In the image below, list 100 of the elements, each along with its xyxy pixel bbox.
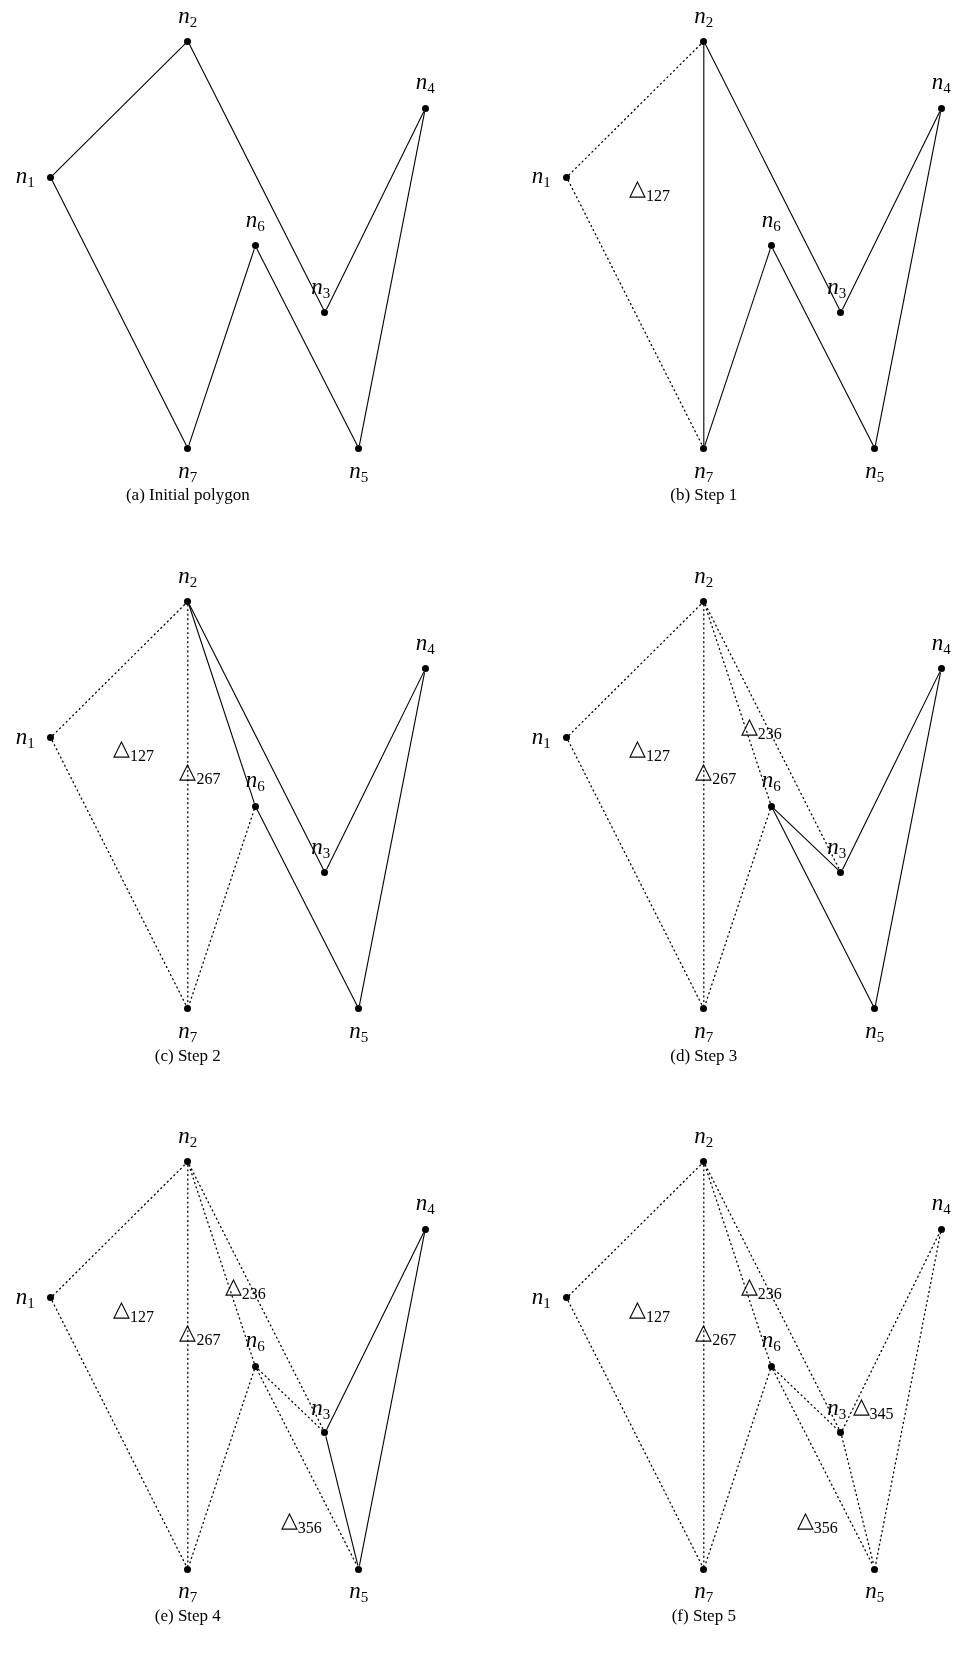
vertex-dot <box>767 1362 775 1370</box>
vertex-dot <box>871 1565 879 1573</box>
vertex-label: n$_{7}$ <box>178 458 198 485</box>
vertex-dot <box>355 1565 363 1573</box>
edge-line <box>256 808 358 1007</box>
vertex-label: n$_{6}$ <box>245 767 265 794</box>
triangle-label: △$_{267}$ <box>695 759 737 787</box>
vertex-dot <box>184 597 192 605</box>
vertex-dot <box>837 1429 845 1437</box>
edge-line <box>773 808 839 871</box>
vertex-dot <box>47 734 55 742</box>
vertex-label: n$_{2}$ <box>178 1124 198 1151</box>
subfigure-caption: (b) Step 1 <box>670 485 738 506</box>
vertex-dot <box>700 1158 708 1166</box>
vertex-label: n$_{4}$ <box>931 70 951 97</box>
edge-line <box>326 111 425 310</box>
vertex-dot <box>251 242 259 250</box>
vertex-dot <box>563 173 571 181</box>
vertex-label: n$_{2}$ <box>178 3 198 30</box>
dotted-line <box>567 1300 703 1567</box>
triangle-label: △$_{236}$ <box>224 1274 266 1302</box>
edge-line <box>256 248 358 446</box>
edge-line <box>188 604 255 804</box>
triangle-label: △$_{267}$ <box>179 1320 221 1348</box>
subfigure-caption: (a) Initial polygon <box>125 485 250 506</box>
vertex-dot <box>184 1005 192 1013</box>
vertex-label: n$_{1}$ <box>531 164 551 191</box>
triangle-label: △$_{356}$ <box>796 1508 838 1536</box>
edge-line <box>874 671 942 1006</box>
vertex-label: n$_{3}$ <box>827 1395 847 1422</box>
vertex-dot <box>251 1362 259 1370</box>
vertex-label: n$_{7}$ <box>178 1018 198 1045</box>
edge-line <box>358 671 426 1006</box>
edge-line <box>842 111 941 310</box>
vertex-dot <box>421 105 429 113</box>
edge-line <box>51 179 187 446</box>
vertex-dot <box>563 1294 571 1302</box>
vertex-dot <box>421 665 429 673</box>
vertex-label: n$_{5}$ <box>349 458 369 485</box>
vertex-label: n$_{3}$ <box>311 835 331 862</box>
edge-line <box>842 671 941 871</box>
vertex-dot <box>251 802 259 810</box>
vertex-label: n$_{6}$ <box>761 767 781 794</box>
vertex-label: n$_{3}$ <box>827 835 847 862</box>
edge-line <box>874 111 942 446</box>
vertex-label: n$_{5}$ <box>865 1579 885 1606</box>
vertex-label: n$_{1}$ <box>531 724 551 751</box>
vertex-dot <box>184 444 192 452</box>
edge-line <box>358 1232 426 1567</box>
vertex-dot <box>837 869 845 877</box>
vertex-label: n$_{2}$ <box>694 3 714 30</box>
triangle-label: △$_{267}$ <box>179 759 221 787</box>
vertex-label: n$_{5}$ <box>349 1018 369 1045</box>
vertex-dot <box>837 308 845 316</box>
vertex-dot <box>47 173 55 181</box>
vertex-dot <box>871 1005 879 1013</box>
triangle-label: △$_{267}$ <box>695 1320 737 1348</box>
subfigure-caption: (e) Step 4 <box>154 1606 221 1626</box>
dotted-line <box>567 179 703 446</box>
vertex-label: n$_{7}$ <box>178 1579 198 1606</box>
triangle-label: △$_{127}$ <box>112 1297 154 1325</box>
vertex-dot <box>767 242 775 250</box>
vertex-dot <box>767 802 775 810</box>
vertex-dot <box>47 1294 55 1302</box>
vertex-dot <box>184 1565 192 1573</box>
dotted-line <box>704 1164 771 1364</box>
vertex-label: n$_{1}$ <box>531 1284 551 1311</box>
dotted-line <box>841 1231 941 1431</box>
vertex-dot <box>700 37 708 45</box>
vertex-dot <box>321 308 329 316</box>
vertex-dot <box>937 105 945 113</box>
vertex-dot <box>321 1429 329 1437</box>
vertex-label: n$_{2}$ <box>178 564 198 591</box>
vertex-label: n$_{5}$ <box>865 458 885 485</box>
vertex-label: n$_{4}$ <box>415 630 435 657</box>
edge-line <box>704 43 840 310</box>
vertex-dot <box>184 37 192 45</box>
triangle-label: △$_{127}$ <box>628 176 670 204</box>
subfigure-caption: (f) Step 5 <box>671 1606 736 1626</box>
triangle-label: △$_{345}$ <box>852 1394 894 1422</box>
dotted-line <box>187 1164 189 1567</box>
vertex-label: n$_{7}$ <box>694 1579 714 1606</box>
vertex-label: n$_{3}$ <box>827 275 847 302</box>
triangle-label: △$_{127}$ <box>628 1297 670 1325</box>
triangle-label: △$_{236}$ <box>740 714 782 742</box>
vertex-label: n$_{4}$ <box>931 630 951 657</box>
vertex-label: n$_{1}$ <box>15 1284 35 1311</box>
vertex-label: n$_{2}$ <box>694 564 714 591</box>
vertex-label: n$_{3}$ <box>311 275 331 302</box>
vertex-label: n$_{5}$ <box>865 1018 885 1045</box>
dotted-line <box>704 1164 841 1431</box>
triangle-label: △$_{236}$ <box>740 1274 782 1302</box>
vertex-label: n$_{6}$ <box>245 1328 265 1355</box>
edge-line <box>772 248 874 446</box>
vertex-label: n$_{4}$ <box>415 1190 435 1217</box>
vertex-label: n$_{1}$ <box>15 724 35 751</box>
vertex-dot <box>700 1565 708 1573</box>
vertex-dot <box>184 1158 192 1166</box>
triangle-label: △$_{356}$ <box>280 1508 322 1536</box>
vertex-dot <box>700 597 708 605</box>
